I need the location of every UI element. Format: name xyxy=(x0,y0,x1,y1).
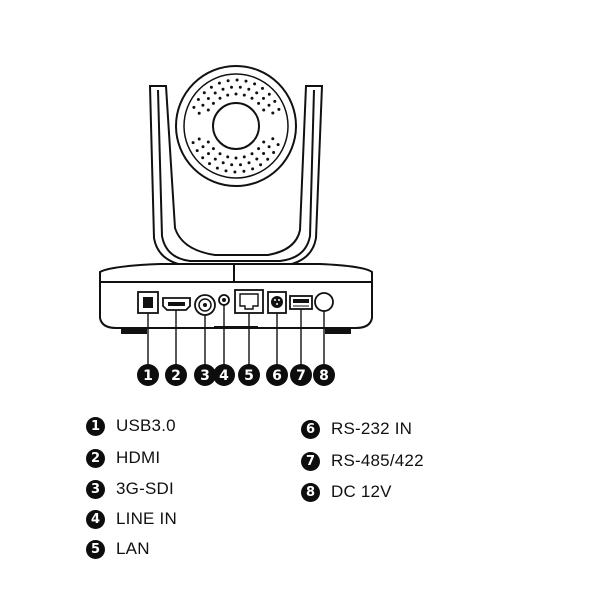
callout-number: 2 xyxy=(171,368,181,384)
callout-badge-4: 4 xyxy=(213,364,235,386)
connector-dc xyxy=(314,292,334,312)
callout-badge-7: 7 xyxy=(290,364,312,386)
connector-usb3 xyxy=(137,291,159,314)
callout-number: 4 xyxy=(219,368,229,384)
camera-arm xyxy=(148,85,324,267)
connector-hdmi xyxy=(162,297,191,311)
callout-badge-2: 2 xyxy=(165,364,187,386)
callout-badge-8: 8 xyxy=(313,364,335,386)
connector-sdi xyxy=(194,294,216,316)
connector-line-in xyxy=(218,294,230,306)
callout-badge-6: 6 xyxy=(266,364,288,386)
callout-badge-3: 3 xyxy=(194,364,216,386)
camera-head xyxy=(175,65,297,187)
connector-rs232 xyxy=(267,291,287,314)
callout-number: 5 xyxy=(244,368,254,384)
callout-badge-5: 5 xyxy=(238,364,260,386)
connector-lan xyxy=(234,289,264,314)
callout-number: 8 xyxy=(319,368,329,384)
callout-number: 1 xyxy=(143,368,153,384)
callout-badge-1: 1 xyxy=(137,364,159,386)
connector-rs485 xyxy=(289,295,313,310)
callout-number: 3 xyxy=(200,368,210,384)
callout-number: 7 xyxy=(296,368,306,384)
callout-number: 6 xyxy=(272,368,282,384)
callout-lines xyxy=(147,305,325,366)
